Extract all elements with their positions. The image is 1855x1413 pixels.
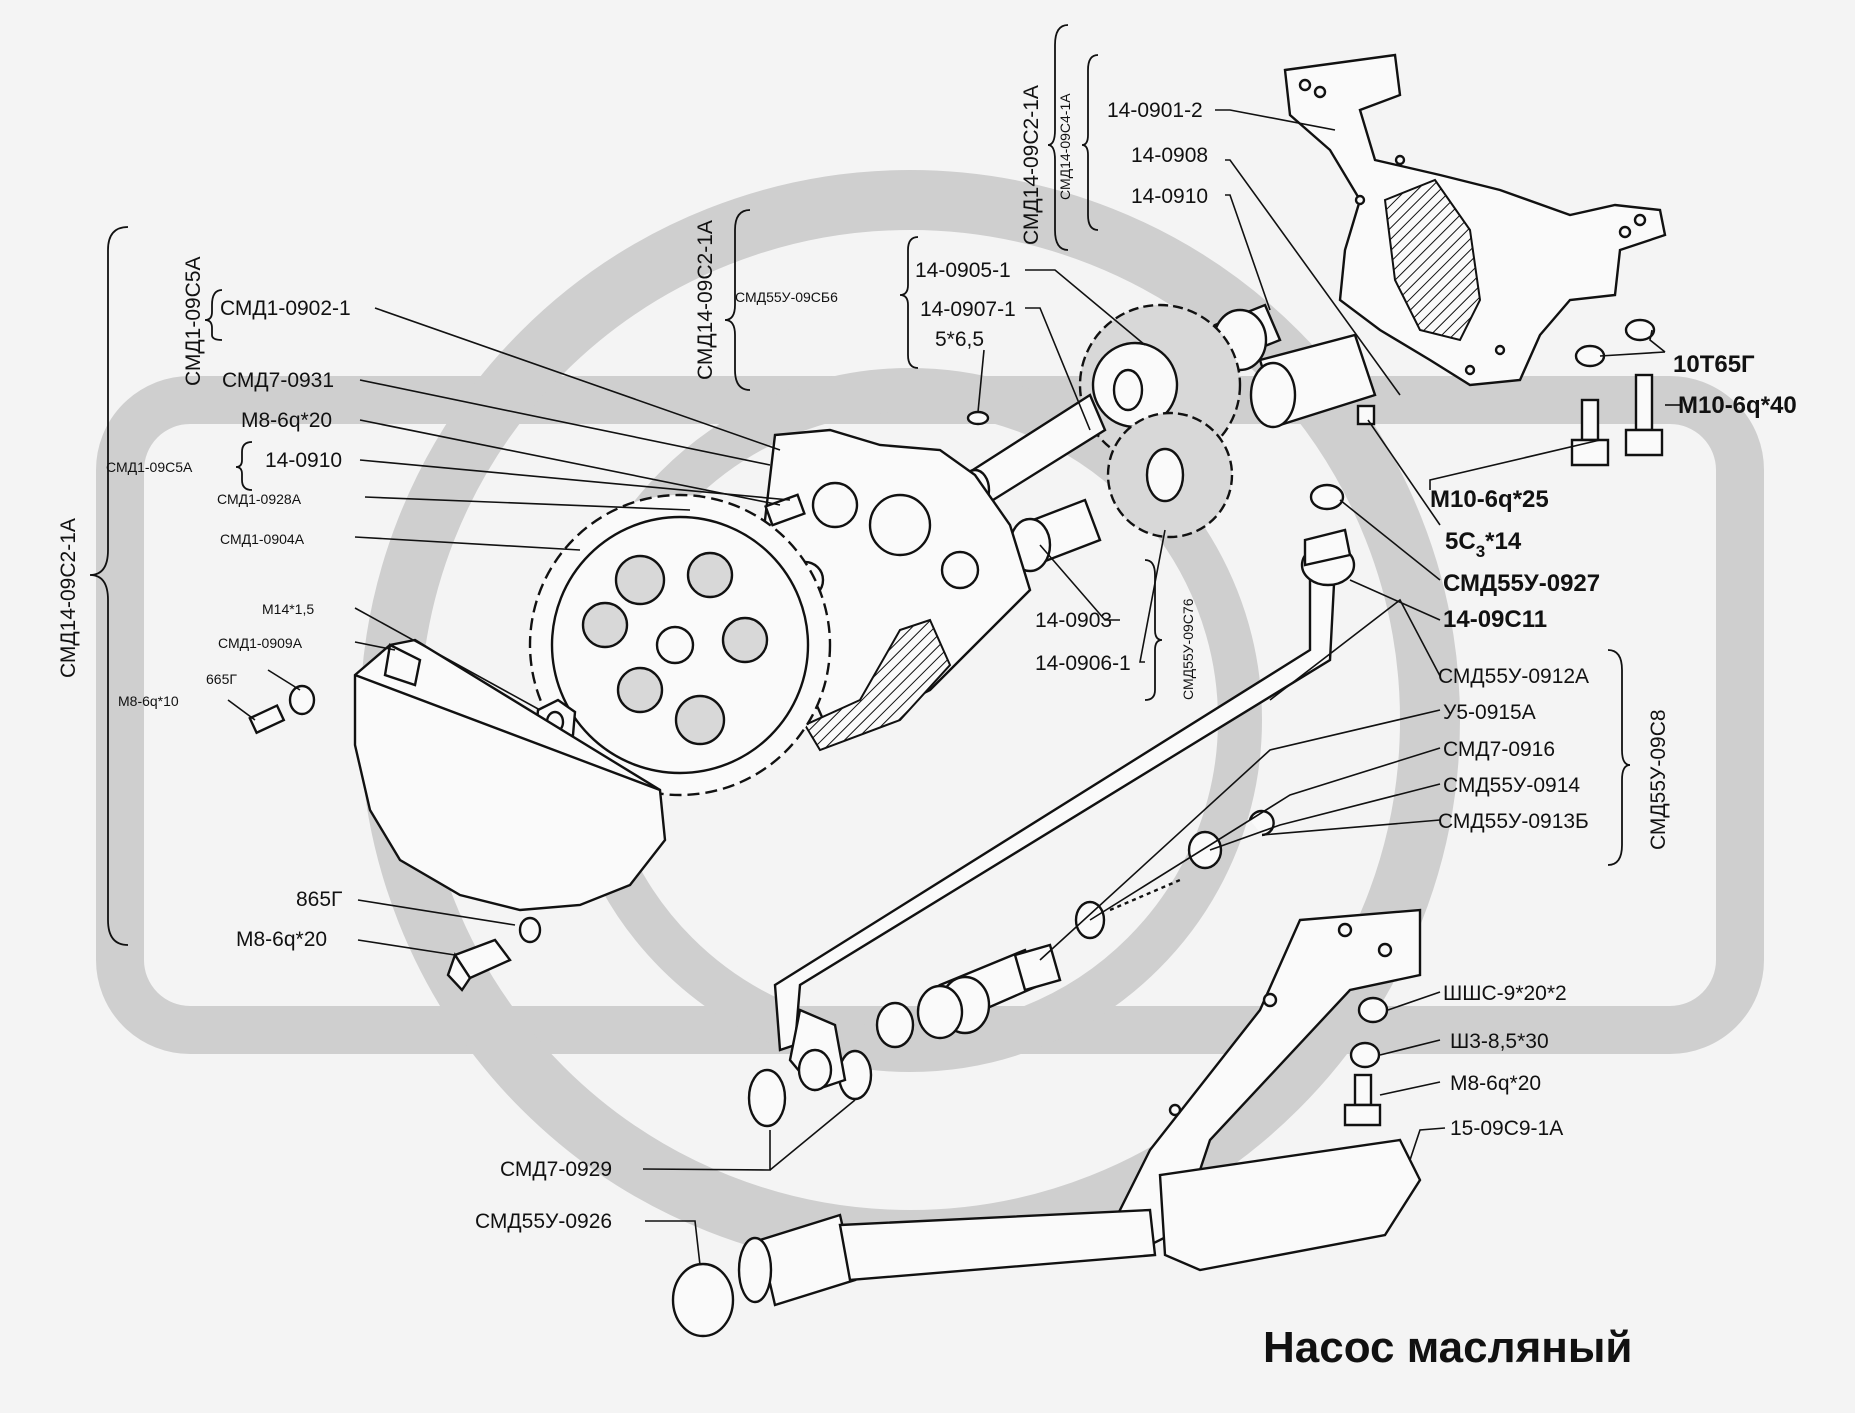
label-shshs-9-20-2: ШШС-9*20*2 [1443,982,1567,1005]
label-14-0908: 14-0908 [1131,144,1208,167]
bolt-m10-40 [1624,373,1664,457]
group-smd14-09c4-1a: СМД14-09С4-1А [1057,93,1073,200]
label-smd55u-0927: СМД55У-0927 [1443,570,1600,597]
key-5x6-5 [966,410,990,426]
group-labels: СМД14-09С2-1А СМД1-09С5А СМД1-09С5А СМД1… [57,85,1670,850]
pin-5c3 [1356,404,1376,426]
bolt-m8-20-lower [446,938,512,992]
washer-665g [288,684,316,716]
label-smd7-0931: СМД7-0931 [222,369,334,392]
label-smd1-0902-1: СМД1-0902-1 [220,297,351,320]
label-14-09c11: 14-09С11 [1443,606,1547,633]
bolt-m8-20-right [1343,1073,1382,1127]
label-14-0903: 14-0903 [1035,609,1112,632]
label-smd1-0928a: СМД1-0928А [217,491,302,507]
label-5c3-14-tail: *14 [1485,528,1522,555]
part-labels: 14-0901-2 14-0908 14-0910 14-0905-1 14-0… [118,99,1797,1233]
oil-intake-15-09c9-1a [737,908,1422,1307]
label-smd55u-0914: СМД55У-0914 [1443,774,1580,797]
pump-housing [1283,53,1667,387]
label-u5-0915a: У5-0915А [1443,701,1536,724]
bolt-m8-20-cover [764,493,806,527]
label-smd7-0929: СМД7-0929 [500,1158,612,1181]
label-665g: 665Г [206,671,237,687]
label-15-09c9-1a: 15-09С9-1А [1450,1117,1563,1140]
label-14-0910-top: 14-0910 [1131,185,1208,208]
label-14-0905-1: 14-0905-1 [915,259,1011,282]
label-m8-20-a: М8-6q*20 [241,409,332,432]
bushing-14-0903 [1008,498,1102,573]
group-smd1-09c5a-top: СМД1-09С5А [182,256,205,386]
label-smd55u-0912a: СМД55У-0912А [1438,665,1589,688]
label-14-0907-1: 14-0907-1 [920,298,1016,321]
label-smd55u-0913b: СМД55У-0913Б [1438,810,1589,833]
label-sh3-8-5-30: Ш3-8,5*30 [1450,1030,1549,1053]
group-smd14-09c2-1a-center: СМД14-09С2-1А [694,220,717,380]
label-m8-20-b: М8-6q*20 [236,928,327,951]
relief-valve-parts [875,809,1275,1049]
gear-cover-smd1-0909a [353,638,667,912]
washer-865g [518,916,542,944]
washer-10t65g-2 [1574,344,1606,368]
label-m14-1-5: М14*1,5 [262,601,314,617]
bolt-m10-25 [1570,398,1610,467]
washer-10t65g-1 [1624,318,1656,342]
washer-shshs [1357,996,1389,1024]
label-m10-25: М10-6q*25 [1430,486,1549,513]
bolt-m8-10 [248,703,286,735]
label-smd55u-0926: СМД55У-0926 [475,1210,612,1233]
label-865g: 865Г [296,888,342,911]
group-smd14-09c2-1a-top: СМД14-09С2-1А [1020,85,1043,245]
group-smd55u-09c56: СМД55У-09СБ6 [735,289,838,305]
driven-gear-14-0906-1 [1106,411,1234,539]
label-smd1-0909a: СМД1-0909А [218,635,303,651]
gear-smd1-0904a [528,493,832,797]
group-smd1-09c5a-mid: СМД1-09С5А [106,459,193,475]
group-smd14-09c2-1a-left: СМД14-09С2-1А [57,518,80,678]
label-m8-20-right: М8-6q*20 [1450,1072,1541,1095]
label-5c3-14: 5С3*14 [1445,528,1522,561]
label-m10-40: М10-6q*40 [1678,392,1797,419]
label-m8-10: М8-6q*10 [118,693,179,709]
label-14-0901-2: 14-0901-2 [1107,99,1203,122]
label-5c3-14-main: 5С [1445,528,1476,555]
group-smd55u-09c8: СМД55У-09С8 [1647,709,1670,850]
diagram-title: Насос масляный [1263,1323,1632,1372]
label-5x6-5: 5*6,5 [935,328,984,351]
label-10t65g: 10Т65Г [1673,351,1755,378]
label-5c3-14-sub: 3 [1476,542,1485,561]
label-smd7-0916: СМД7-0916 [1443,738,1555,761]
banjo-fitting [788,1008,847,1092]
leader-lines [227,109,1680,1266]
label-smd1-0904a: СМД1-0904А [220,531,305,547]
bushing-14-0910-top [1212,303,1282,372]
washer-smd7-0929 [747,1068,787,1128]
shaft-14-0908 [1249,333,1377,429]
label-14-0910-left: 14-0910 [265,449,342,472]
gasket-smd55u-0926 [671,1262,735,1338]
group-brackets [89,24,1631,946]
washer-sh3 [1349,1041,1381,1069]
washer-smd55u-0927 [1309,483,1345,511]
label-14-0906-1: 14-0906-1 [1035,652,1131,675]
group-smd55u-09c76: СМД55У-09С76 [1180,598,1196,700]
